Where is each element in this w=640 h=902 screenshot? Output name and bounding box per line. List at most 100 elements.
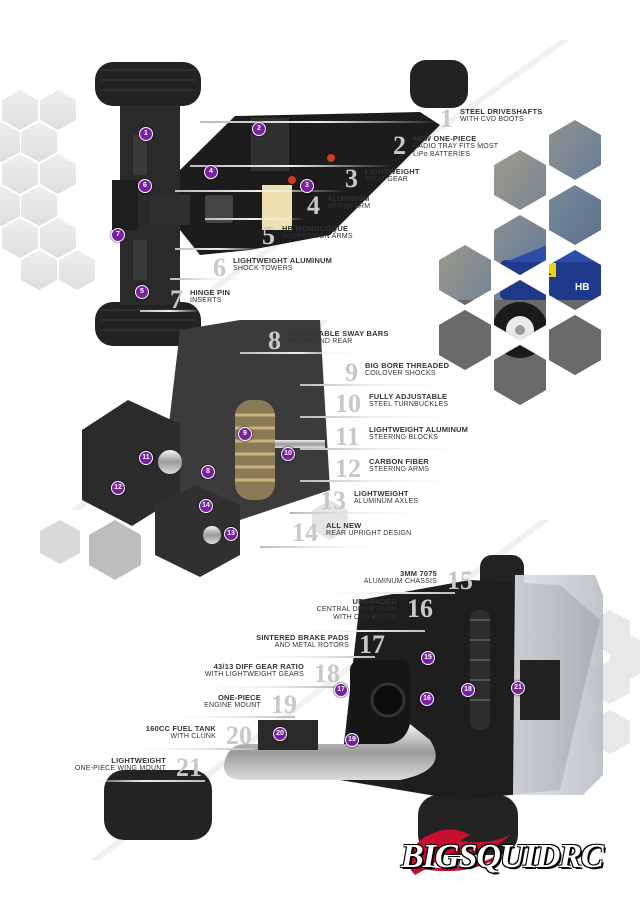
part-badge-7: 7: [111, 228, 125, 242]
feature-number: 10: [335, 389, 361, 418]
feature-underline: [140, 310, 200, 312]
parts-closeup: [82, 320, 330, 577]
feature-number: 16: [407, 594, 433, 623]
feature-title: 160CC FUEL TANK: [145, 724, 216, 733]
feature-underline: [200, 121, 440, 123]
feature-title: FULLY ADJUSTABLE: [369, 392, 448, 401]
part-badge-16: 16: [420, 692, 434, 706]
feature-subtitle: WITH CVD BOOTS: [333, 614, 397, 621]
feature-subtitle: ONE-PIECE WING MOUNT: [74, 765, 166, 772]
feature-subtitle: SPUR GEAR: [365, 176, 409, 183]
feature-subtitle: LiPo BATTERIES: [413, 151, 471, 158]
feature-underline: [250, 656, 375, 658]
part-badge-17: 17: [334, 683, 348, 697]
feature-title: ALUMINUM: [327, 194, 370, 203]
part-badge-5: 5: [135, 285, 149, 299]
feature-number: 3: [345, 164, 358, 193]
feature-title: LIGHTWEIGHT: [354, 489, 409, 498]
feature-underline: [300, 416, 450, 418]
feature-number: 17: [359, 630, 385, 659]
feature-number: 2: [393, 131, 406, 160]
feature-underline: [300, 384, 440, 386]
feature-subtitle: STEERING BLOCKS: [369, 434, 439, 441]
feature-underline: [170, 278, 248, 280]
feature-subtitle: STEERING ARMS: [369, 466, 430, 473]
feature-subtitle: ALUMINUM AXLES: [354, 498, 419, 505]
feature-title: 3MM 7075: [399, 569, 437, 578]
part-badge-9: 9: [238, 427, 252, 441]
feature-subtitle: SHOCK TOWERS: [233, 265, 293, 272]
hexagon-pattern-middle: [40, 500, 348, 580]
feature-number: 12: [335, 454, 361, 483]
feature-number: 6: [213, 253, 226, 282]
part-badge-3: 3: [300, 179, 314, 193]
feature-title: LIGHTWEIGHT: [365, 167, 420, 176]
feature-title: LIGHTWEIGHT ALUMINUM: [233, 256, 333, 265]
feature-number: 18: [314, 659, 340, 688]
watermark-text: BIGSQUIDRC: [401, 838, 604, 875]
feature-number: 11: [335, 422, 360, 451]
feature-number: 4: [307, 191, 320, 220]
feature-title: ALL NEW: [326, 521, 362, 530]
feature-underline: [260, 546, 380, 548]
hexagon-pattern-left: [0, 90, 95, 290]
feature-underline: [210, 686, 335, 688]
part-badge-6: 6: [138, 179, 152, 193]
feature-underline: [300, 630, 425, 632]
part-badge-10: 10: [281, 447, 295, 461]
feature-title: BIG BORE THREADED: [365, 361, 450, 370]
feature-subtitle: INSERTS: [190, 297, 222, 304]
feature-number: 5: [262, 221, 275, 250]
feature-number: 13: [320, 486, 346, 515]
feature-title: ADJUSTABLE SWAY BARS: [288, 329, 389, 338]
feature-underline: [130, 748, 255, 750]
feature-underline: [330, 592, 455, 594]
feature-subtitle: REAR UPRIGHT DESIGN: [326, 530, 412, 537]
feature-underline: [190, 165, 393, 167]
feature-number: 7: [170, 285, 183, 314]
feature-underline: [80, 780, 205, 782]
feature-subtitle: STEEL TURNBUCKLES: [369, 401, 449, 408]
part-badge-13: 13: [224, 527, 238, 541]
feature-title: LIGHTWEIGHT: [111, 756, 166, 765]
feature-underline: [290, 512, 420, 514]
feature-number: 20: [226, 721, 252, 750]
part-badge-15: 15: [421, 651, 435, 665]
feature-underline: [175, 248, 262, 250]
part-badge-4: 4: [204, 165, 218, 179]
feature-underline: [240, 352, 360, 354]
race-car-number: 1: [545, 264, 552, 278]
feature-title: HINGE PIN: [190, 288, 231, 297]
feature-number: 8: [268, 326, 281, 355]
feature-subtitle: WITH CLUNK: [170, 733, 216, 740]
feature-subtitle: SUSPENSION ARMS: [282, 233, 353, 240]
feature-subtitle: RADIO TRAY FITS MOST: [413, 143, 499, 150]
feature-subtitle: SERVO ARM: [327, 203, 371, 210]
part-badge-19: 19: [345, 733, 359, 747]
feature-underline: [300, 448, 460, 450]
feature-subtitle: ENGINE MOUNT: [204, 702, 261, 709]
chassis-top-view: [95, 60, 468, 346]
feature-title: CARBON FIBER: [369, 457, 429, 466]
part-badge-14: 14: [199, 499, 213, 513]
feature-number: 1: [440, 104, 453, 133]
feature-number: 14: [292, 518, 318, 547]
part-badge-11: 11: [139, 451, 153, 465]
feature-subtitle: CENTRAL DRIVETRAIN: [316, 606, 397, 613]
feature-number: 19: [271, 690, 297, 719]
feature-title: STEEL DRIVESHAFTS: [460, 107, 543, 116]
watermark-logo: BIGSQUIDRC: [395, 820, 625, 890]
feature-underline: [175, 190, 345, 192]
part-badge-12: 12: [111, 481, 125, 495]
feature-underline: [300, 480, 450, 482]
part-badge-1: 1: [139, 127, 153, 141]
feature-number: 15: [447, 566, 473, 595]
feature-number: 21: [176, 753, 202, 782]
feature-title: SINTERED BRAKE PADS: [256, 633, 349, 642]
feature-underline: [170, 716, 295, 718]
feature-subtitle: FRONT AND REAR: [288, 338, 353, 345]
part-badge-20: 20: [273, 727, 287, 741]
race-car-logo: HB: [575, 282, 589, 293]
feature-title: LIGHTWEIGHT ALUMINUM: [369, 425, 469, 434]
